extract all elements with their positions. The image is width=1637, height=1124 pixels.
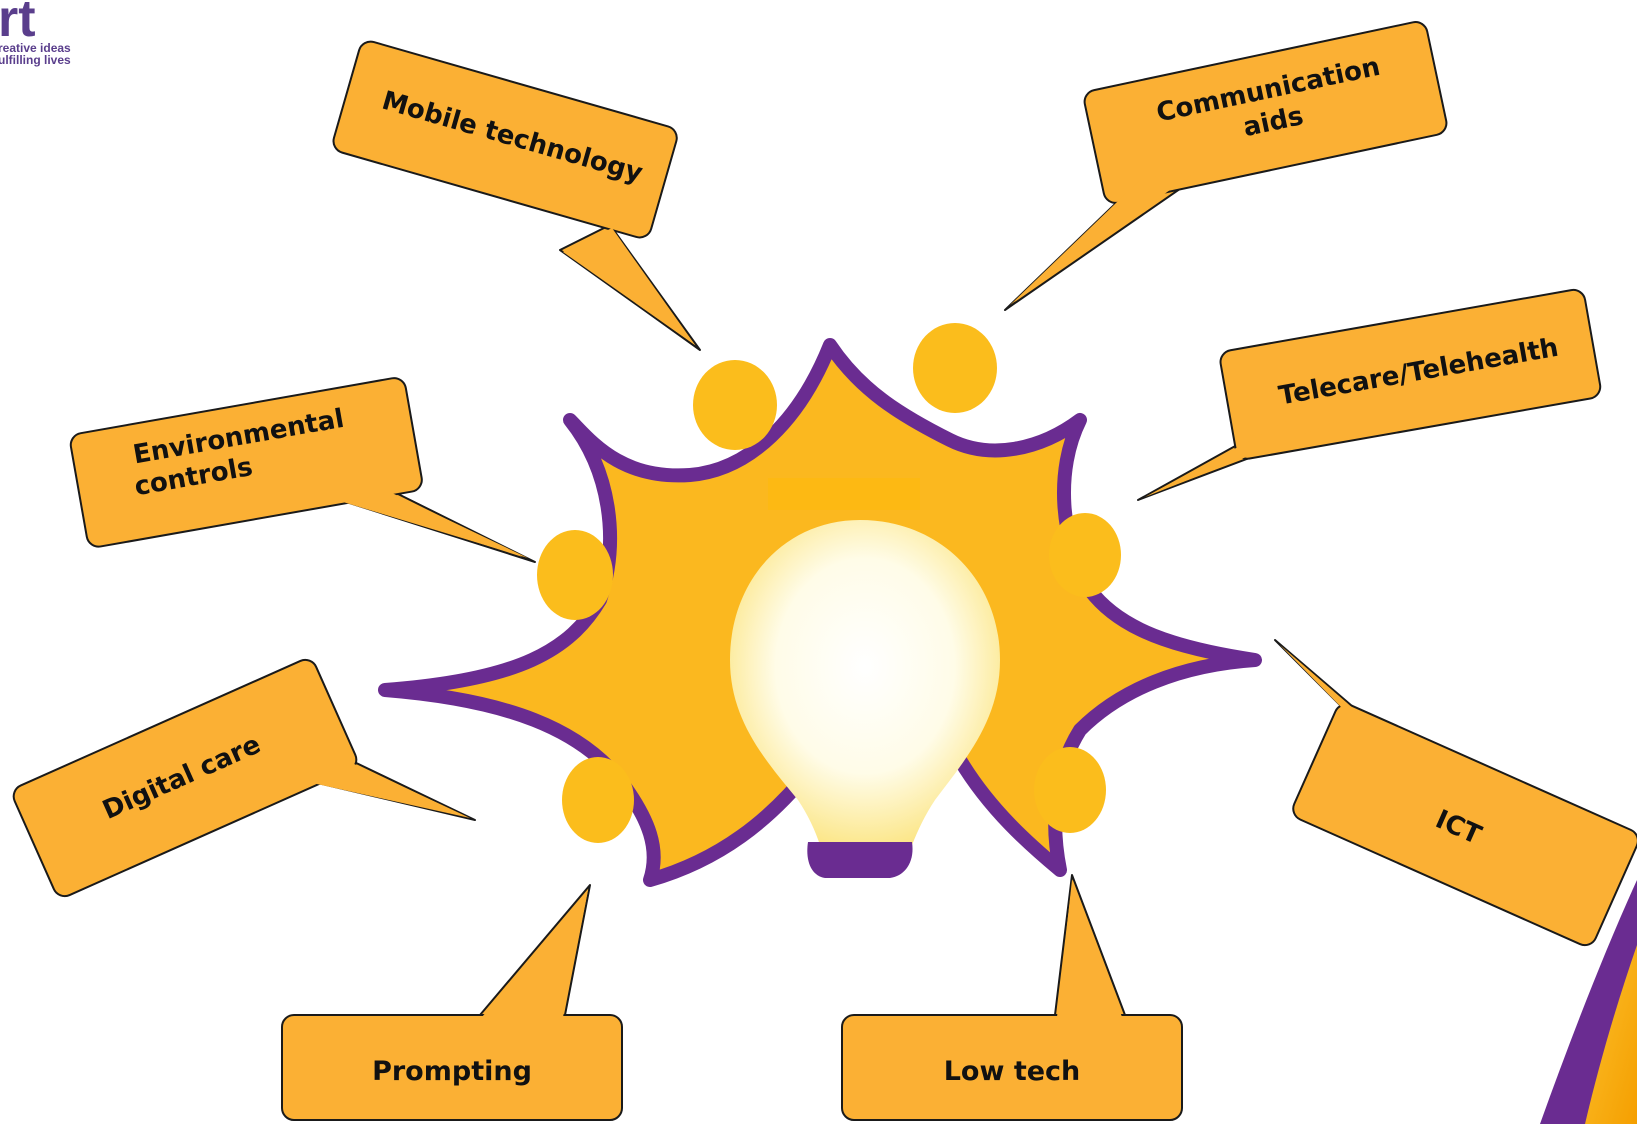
callout-low-tech: Low tech	[841, 874, 1183, 1121]
dot-bottom-left	[562, 757, 634, 843]
dot-bottom-right	[1034, 747, 1106, 833]
callout-prompting-text: Prompting	[372, 1056, 532, 1087]
star-highlight	[768, 478, 920, 510]
callout-low-tech-text: Low tech	[944, 1056, 1081, 1087]
callout-ict: ICT	[1274, 639, 1637, 947]
logo: rt reative ideas ulfilling lives	[0, 0, 71, 67]
dots-group	[537, 323, 1121, 843]
callout-digital-care: Digital care	[12, 658, 476, 898]
dot-top-right	[913, 323, 997, 413]
callout-mobile-technology: Mobile technology	[332, 40, 701, 351]
dot-left	[537, 530, 613, 620]
callout-environmental-controls: Environmental controls	[69, 377, 536, 563]
bulb-base	[807, 842, 913, 878]
callout-communication-aids: Communication aids	[1004, 21, 1448, 311]
logo-tagline-1: reative ideas	[0, 41, 71, 55]
logo-tagline-2: ulfilling lives	[0, 53, 71, 67]
callout-telecare: Telecare/Telehealth	[1137, 288, 1602, 501]
corner-swoosh	[1540, 880, 1637, 1124]
dot-top-left	[693, 360, 777, 450]
central-idea-emblem	[378, 338, 1262, 887]
dot-right	[1049, 513, 1121, 597]
logo-mark: rt	[0, 0, 36, 48]
bulb-shape	[730, 520, 1000, 845]
callout-prompting: Prompting	[281, 884, 623, 1121]
